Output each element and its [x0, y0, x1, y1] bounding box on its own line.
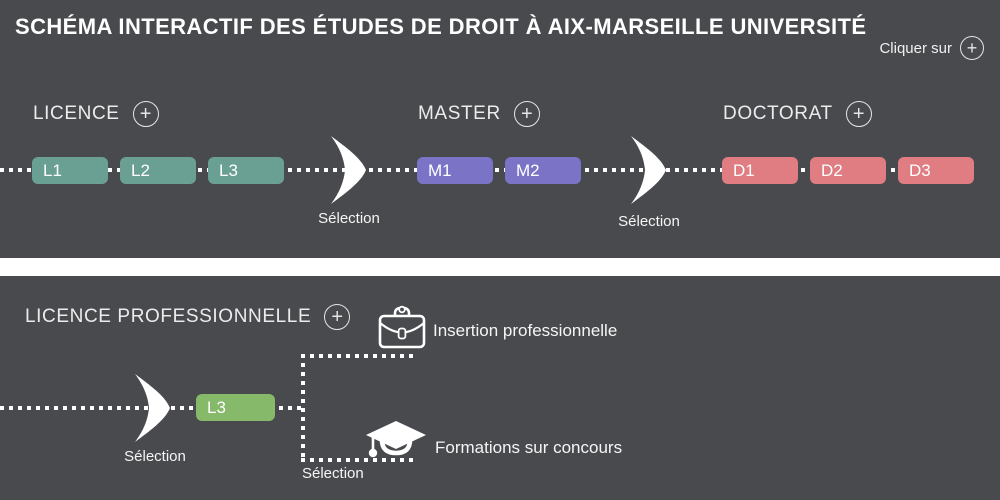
node-l3-pro[interactable]: L3 [196, 394, 275, 421]
plus-icon: + [331, 305, 344, 328]
doctorat-expand-button[interactable]: + [845, 100, 872, 127]
selection-label: Sélection [318, 210, 380, 227]
section-doctorat-label: DOCTORAT [723, 102, 833, 124]
plus-icon: + [520, 102, 533, 125]
plus-icon: + [139, 102, 152, 125]
node-d1[interactable]: D1 [722, 157, 798, 184]
node-l2[interactable]: L2 [120, 157, 196, 184]
licence-expand-button[interactable]: + [132, 100, 159, 127]
selection-label: Sélection [618, 213, 680, 230]
licence-pro-expand-button[interactable]: + [324, 303, 351, 330]
click-hint: Cliquer sur + [879, 36, 984, 60]
click-hint-label: Cliquer sur [879, 39, 952, 57]
top-band: SCHÉMA INTERACTIF DES ÉTUDES DE DROIT À … [0, 0, 1000, 258]
selection-label: Sélection [124, 448, 186, 465]
master-expand-button[interactable]: + [513, 100, 540, 127]
section-licence-pro-label: LICENCE PROFESSIONNELLE [25, 305, 312, 327]
dotted-branch-vertical [301, 354, 305, 462]
plus-icon: + [852, 102, 865, 125]
section-doctorat-heading: DOCTORAT + [723, 100, 872, 127]
outcome-insertion-label: Insertion professionnelle [433, 321, 618, 340]
section-licence-label: LICENCE [33, 102, 120, 124]
section-divider [0, 258, 1000, 276]
bottom-band [0, 276, 1000, 500]
page-title: SCHÉMA INTERACTIF DES ÉTUDES DE DROIT À … [15, 14, 867, 39]
dotted-branch-top [301, 354, 417, 358]
node-d2[interactable]: D2 [810, 157, 886, 184]
selection-arrow-icon [135, 374, 170, 442]
dotted-branch-bottom [301, 458, 417, 462]
graduation-cap-icon [366, 421, 426, 458]
plus-icon: + [960, 36, 984, 60]
section-master-label: MASTER [418, 102, 501, 124]
section-licence-pro-heading: LICENCE PROFESSIONNELLE + [25, 303, 351, 330]
node-l3[interactable]: L3 [208, 157, 284, 184]
node-m1[interactable]: M1 [417, 157, 493, 184]
briefcase-icon [378, 305, 426, 349]
selection-label: Sélection [302, 465, 364, 482]
plus-glyph: + [966, 38, 978, 58]
node-d3[interactable]: D3 [898, 157, 974, 184]
outcome-concours-label: Formations sur concours [435, 438, 623, 457]
selection-arrow-icon [631, 136, 666, 204]
node-m2[interactable]: M2 [505, 157, 581, 184]
section-licence-heading: LICENCE + [33, 100, 159, 127]
node-l1[interactable]: L1 [32, 157, 108, 184]
section-master-heading: MASTER + [418, 100, 540, 127]
selection-arrow-icon [331, 136, 366, 204]
